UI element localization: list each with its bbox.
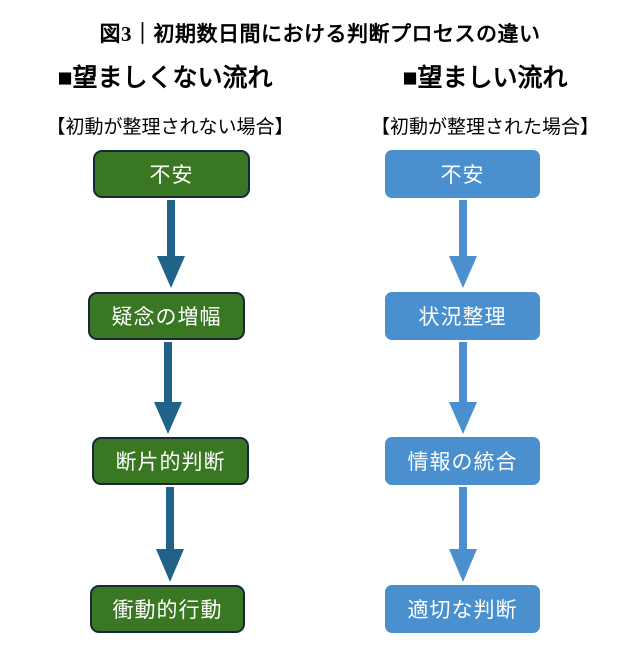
flow-node-desirable-4: 適切な判断 bbox=[385, 585, 540, 633]
column-heading-undesirable: ■望ましくない流れ bbox=[57, 64, 273, 92]
flow-node-undesirable-4: 衝動的行動 bbox=[90, 585, 245, 633]
flow-arrow-undesirable-1 bbox=[151, 200, 191, 288]
flow-arrow-desirable-1 bbox=[443, 200, 483, 288]
flow-arrow-undesirable-3 bbox=[150, 487, 190, 582]
flow-node-undesirable-1: 不安 bbox=[93, 150, 250, 198]
flow-node-desirable-2: 状況整理 bbox=[385, 292, 540, 340]
flow-node-desirable-1: 不安 bbox=[385, 150, 540, 198]
flow-column-undesirable: 不安 疑念の増幅 断片的判断 衝動的行動 bbox=[88, 150, 250, 633]
flow-arrow-undesirable-2 bbox=[148, 342, 188, 434]
flow-node-undesirable-2: 疑念の増幅 bbox=[88, 292, 245, 340]
flow-node-undesirable-3: 断片的判断 bbox=[92, 437, 249, 485]
column-subtitle-desirable: 【初動が整理された場合】 bbox=[370, 117, 599, 138]
column-heading-desirable: ■望ましい流れ bbox=[402, 64, 568, 92]
figure-title: 図3｜初期数日間における判断プロセスの違い bbox=[99, 22, 541, 46]
column-subtitle-undesirable: 【初動が整理されない場合】 bbox=[46, 117, 294, 138]
flow-node-desirable-3: 情報の統合 bbox=[385, 437, 540, 485]
flow-column-desirable: 不安 状況整理 情報の統合 適切な判断 bbox=[330, 0, 640, 648]
flow-arrow-desirable-3 bbox=[443, 487, 483, 582]
flow-arrow-desirable-2 bbox=[443, 342, 483, 434]
